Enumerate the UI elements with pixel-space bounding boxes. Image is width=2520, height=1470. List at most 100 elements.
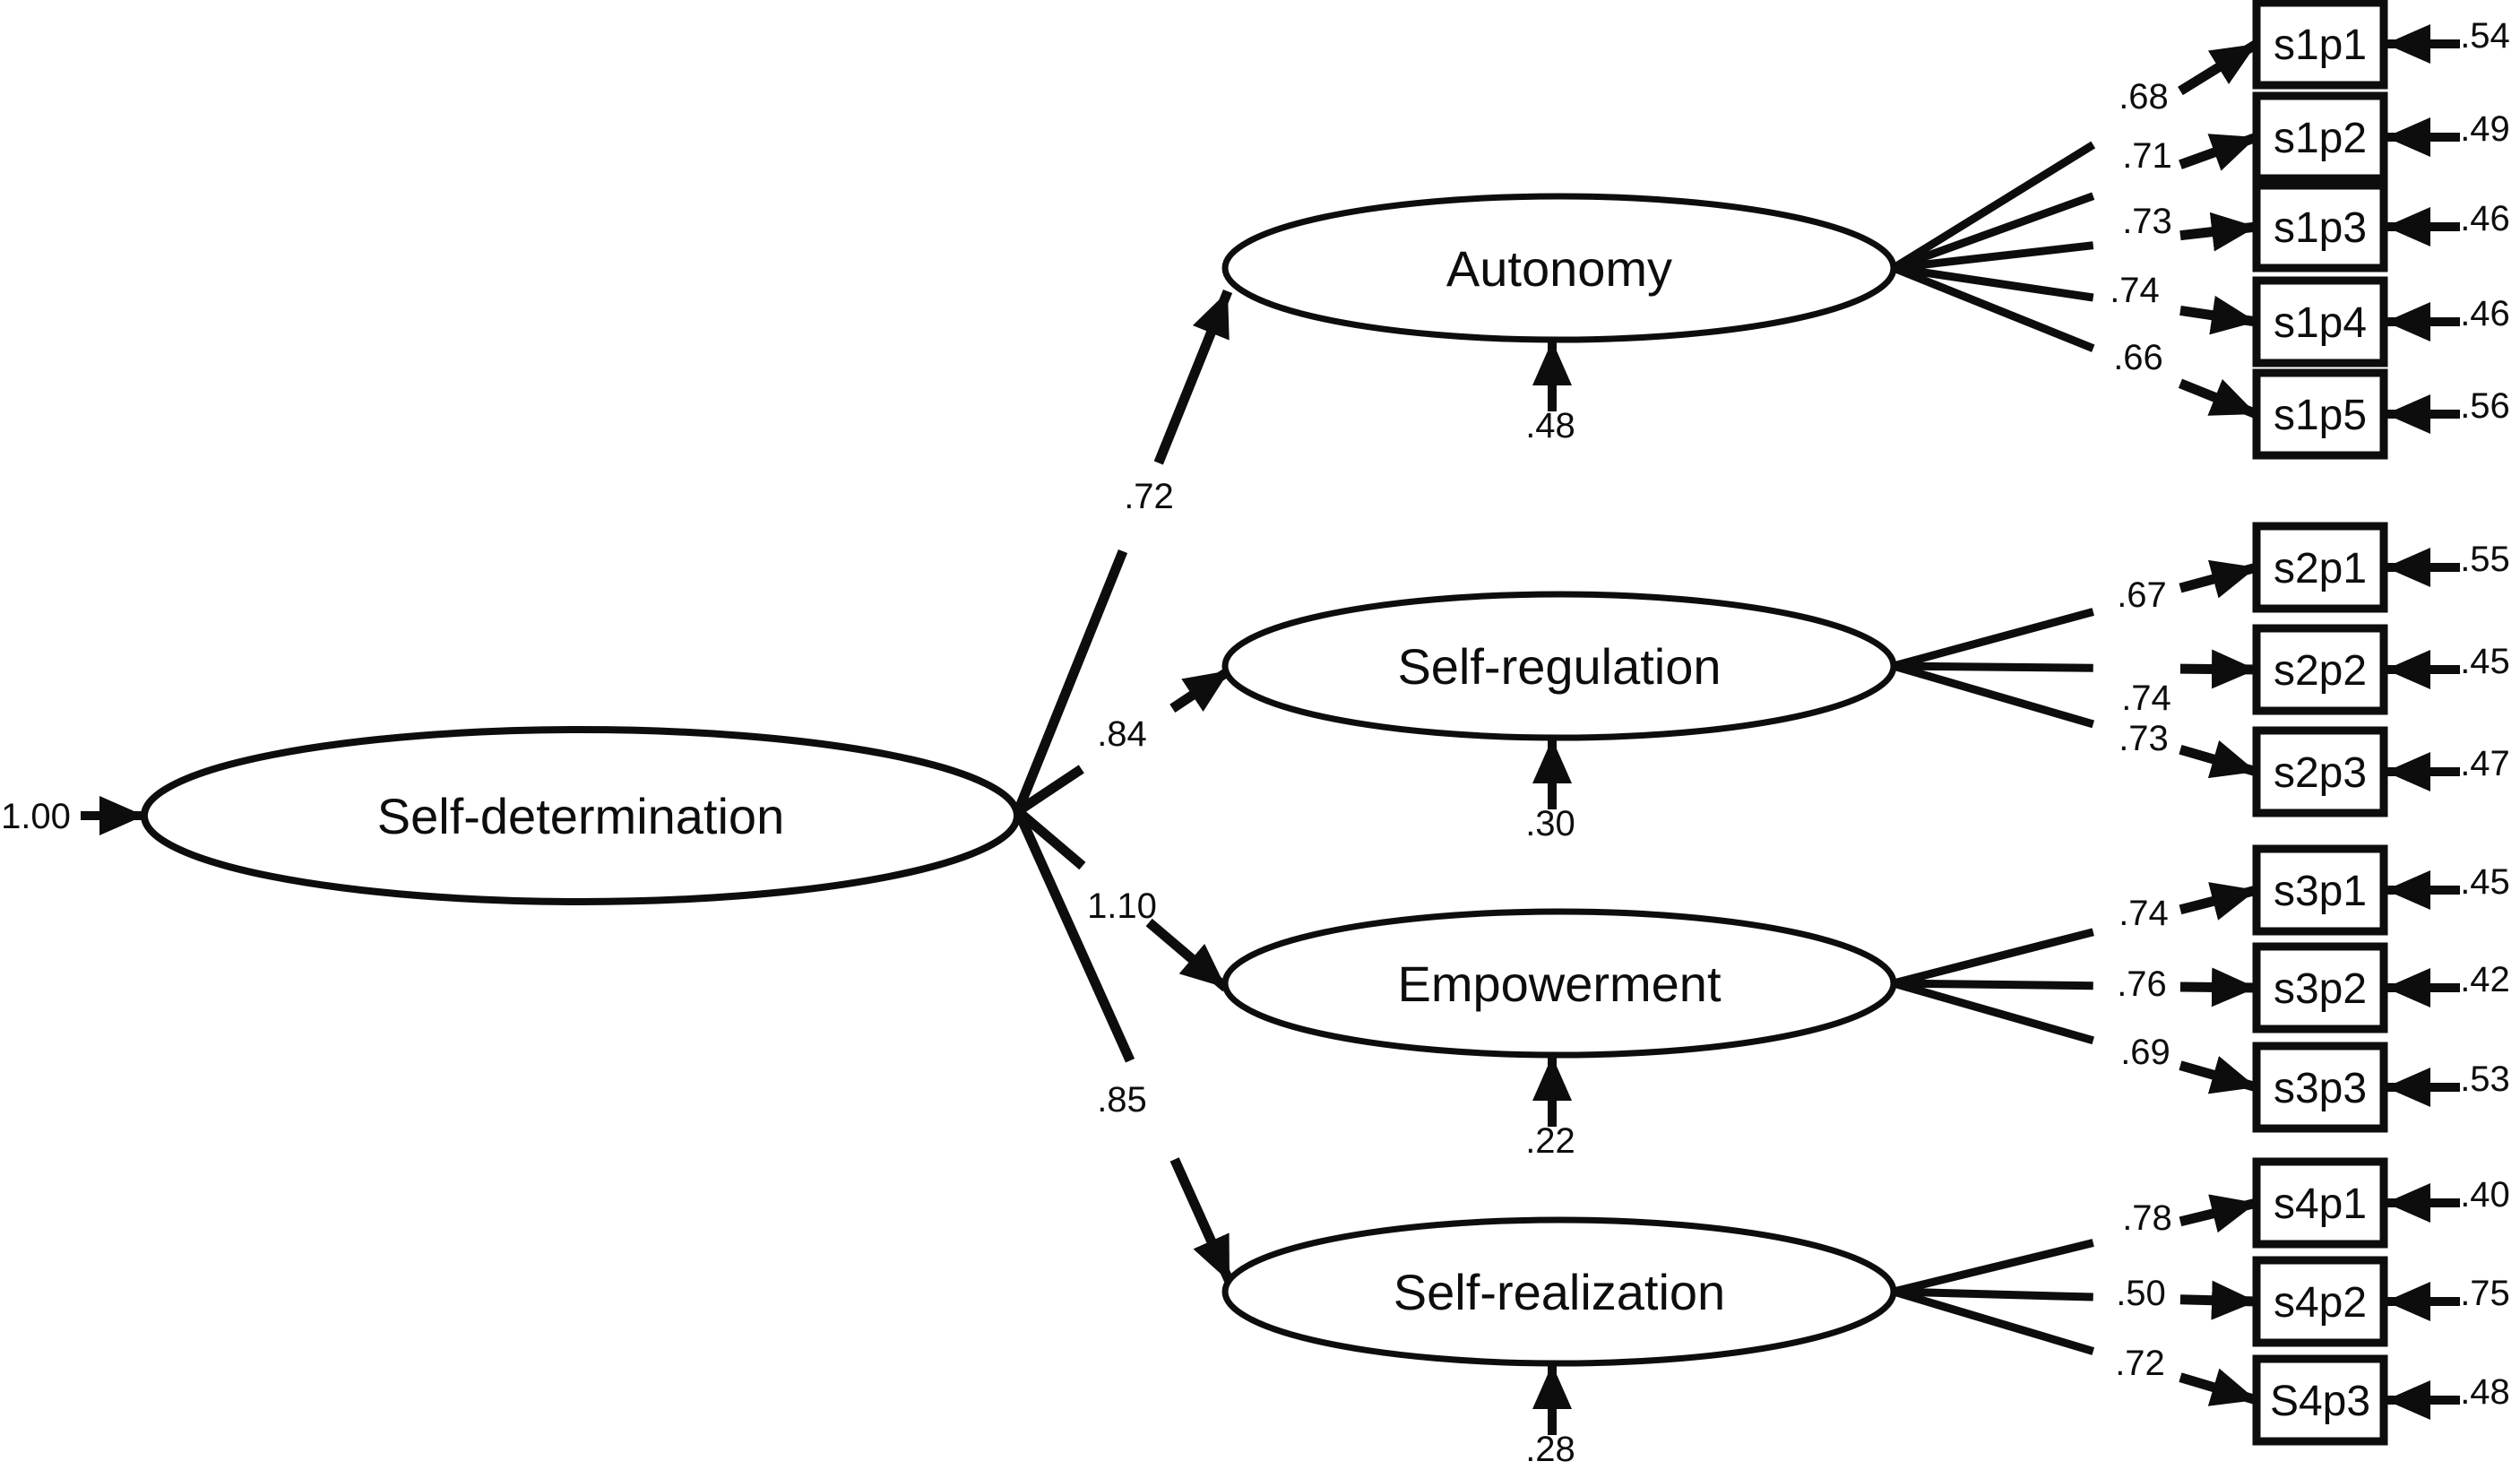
loading-s4p2-arrow [2179, 1280, 2257, 1320]
indicator-s3p2-box [2252, 942, 2388, 1033]
loading-s2p3-line [1892, 662, 2095, 729]
indicator-s4p2-box [2252, 1256, 2388, 1347]
empowerment-label: Empowerment [1397, 956, 1721, 1012]
path-empowerment-line [1014, 807, 1086, 870]
path-autonomy-coefficient: .72 [1124, 477, 1174, 516]
loading-s1p1-arrow [2178, 39, 2259, 96]
self-regulation-label: Self-regulation [1397, 638, 1721, 695]
path-self-realization-arrow [1169, 1157, 1235, 1284]
error-s1p3-value: .46 [2460, 199, 2510, 238]
loading-s3p2-arrow [2179, 967, 2257, 1007]
loading-s3p3-value: .69 [2120, 1033, 2170, 1072]
loading-s2p1-line [1892, 608, 2094, 670]
path-autonomy-arrow [1153, 289, 1233, 465]
residual-empowerment-value: .22 [1525, 1121, 1575, 1161]
loading-s1p5-line [1892, 264, 2095, 352]
error-s1p5-value: .56 [2460, 386, 2510, 426]
indicator-s1p1-label: s1p1 [2274, 22, 2367, 69]
path-self-regulation-coefficient: .84 [1097, 714, 1147, 754]
loading-s1p4-value: .74 [2110, 271, 2160, 310]
indicator-s1p4-box [2252, 276, 2388, 368]
error-s3p2-value: .42 [2460, 960, 2510, 999]
indicator-s2p3-label: s2p3 [2274, 749, 2367, 797]
indicator-s1p4-label: s1p4 [2274, 299, 2367, 347]
residual-self-regulation-value: .30 [1525, 804, 1575, 843]
error-s4p1-value: .40 [2460, 1175, 2510, 1215]
loading-s1p3-line [1893, 241, 2094, 272]
loading-s1p5-arrow [2178, 378, 2259, 419]
indicator-s1p5-box [2252, 368, 2388, 460]
error-s2p1-value: .55 [2460, 540, 2510, 579]
residual-autonomy-value: .48 [1525, 406, 1575, 445]
variance-value: 1.00 [1, 797, 71, 836]
path-empowerment-arrow [1145, 918, 1230, 992]
error-s3p1-value: .45 [2460, 862, 2510, 902]
loading-s3p1-line [1892, 928, 2094, 988]
loading-s3p3-arrow [2179, 1056, 2258, 1094]
residual-self-realization-value: .28 [1525, 1430, 1575, 1469]
indicator-s1p5-label: s1p5 [2274, 392, 2367, 439]
loading-s4p3-line [1892, 1287, 2095, 1355]
indicator-s2p3-box [2252, 726, 2388, 817]
loading-s4p2-value: .50 [2116, 1274, 2166, 1313]
error-s3p3-value: .53 [2460, 1059, 2510, 1099]
indicator-s1p3-box [2252, 181, 2388, 272]
indicator-s1p3-label: s1p3 [2274, 204, 2367, 252]
indicator-s3p3-box [2252, 1042, 2388, 1133]
loading-s1p1-line [1891, 141, 2096, 272]
loading-s1p5-value: .66 [2113, 338, 2163, 377]
self-determination-label: Self-determination [377, 788, 784, 844]
loading-s1p2-line [1892, 192, 2095, 272]
indicator-s1p1-box [2252, 0, 2388, 90]
error-s4p3-value: .48 [2460, 1372, 2510, 1412]
indicator-s4p3-label: S4p3 [2270, 1378, 2370, 1425]
indicator-s3p3-label: s3p3 [2274, 1065, 2367, 1112]
loading-s3p1-arrow [2179, 882, 2258, 921]
path-self-regulation-arrow [1169, 666, 1233, 713]
loading-s4p1-value: .78 [2122, 1198, 2172, 1238]
path-self-realization-coefficient: .85 [1097, 1080, 1147, 1120]
indicator-s3p1-label: s3p1 [2274, 868, 2367, 915]
indicator-s1p2-box [2252, 91, 2388, 183]
loading-s2p1-value: .67 [2117, 575, 2167, 615]
indicator-s2p1-label: s2p1 [2274, 545, 2367, 592]
path-self-regulation-line [1014, 765, 1084, 816]
error-s1p4-value: .46 [2460, 294, 2510, 333]
error-s2p3-value: .47 [2460, 744, 2510, 783]
path-self-realization-line [1013, 808, 1135, 1063]
indicator-s2p2-box [2252, 624, 2388, 715]
loading-s1p3-value: .73 [2122, 202, 2172, 241]
indicator-s2p1-box [2252, 522, 2388, 613]
loading-s2p1-arrow [2179, 559, 2258, 599]
error-s1p2-value: .49 [2460, 109, 2510, 149]
loading-s1p2-arrow [2179, 132, 2258, 171]
indicator-s4p3-box [2252, 1354, 2388, 1446]
path-empowerment-coefficient: 1.10 [1087, 886, 1157, 926]
self-realization-label: Self-realization [1394, 1264, 1725, 1320]
error-s1p1-value: .54 [2460, 16, 2510, 56]
error-s2p2-value: .45 [2460, 642, 2510, 681]
loading-s4p1-line [1892, 1239, 2094, 1296]
path-autonomy-line [1013, 549, 1128, 814]
loading-s2p2-arrow [2179, 649, 2257, 689]
indicator-s1p2-label: s1p2 [2274, 115, 2367, 162]
loading-s1p2-value: .71 [2122, 136, 2172, 176]
loading-s3p2-value: .76 [2117, 964, 2167, 1004]
error-s4p2-value: .75 [2460, 1274, 2510, 1313]
indicator-s3p1-box [2252, 844, 2388, 936]
loading-s1p3-arrow [2179, 212, 2257, 252]
loading-s3p1-value: .74 [2119, 894, 2169, 933]
loading-s4p1-arrow [2179, 1194, 2258, 1233]
indicator-s4p1-box [2252, 1157, 2388, 1249]
loading-s2p3-value: .73 [2119, 719, 2169, 758]
loading-s3p2-line [1893, 979, 2093, 990]
loading-s2p2-value: .74 [2121, 679, 2171, 718]
loading-s2p3-arrow [2179, 739, 2258, 779]
indicator-s4p1-label: s4p1 [2274, 1180, 2367, 1228]
indicator-s3p2-label: s3p2 [2274, 965, 2367, 1013]
indicator-s4p2-label: s4p2 [2274, 1279, 2367, 1327]
loading-s1p4-arrow [2179, 295, 2257, 335]
loading-s4p3-arrow [2179, 1368, 2258, 1406]
